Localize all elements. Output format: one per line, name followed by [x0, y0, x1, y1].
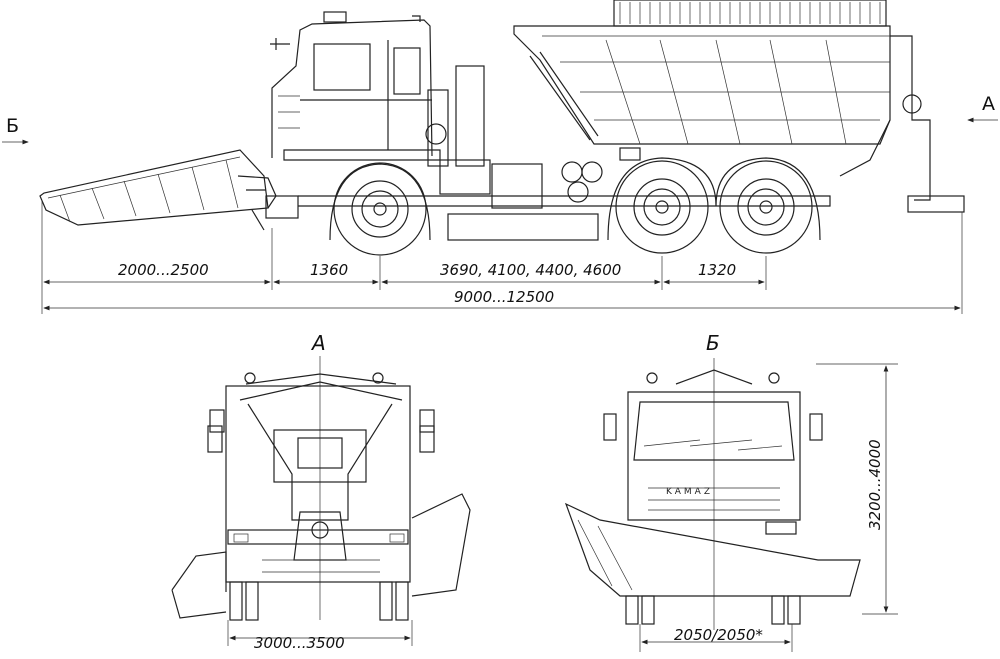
chassis — [298, 65, 831, 241]
truck-cab — [270, 11, 441, 161]
rear-view: A 3000...3500 — [171, 331, 471, 652]
rear-wheels — [607, 157, 821, 254]
dim-wheelbase: 3690, 4100, 4400, 4600 — [440, 261, 621, 279]
dim-rear-bogie: 1320 — [698, 261, 736, 279]
view-marker-left-label: Б — [6, 115, 19, 137]
front-wheel — [329, 162, 431, 256]
brand-label: KAMAZ — [666, 487, 713, 497]
view-marker-right-label: A — [982, 93, 995, 115]
front-view-height-dim: 3200...4000 — [866, 439, 884, 530]
side-dimensions: 2000...2500 1360 3690, 4100, 4400, 4600 … — [41, 200, 963, 314]
side-view-truck — [39, 0, 965, 256]
front-plow — [39, 149, 299, 231]
front-view-track-dim: 2050/2050* — [674, 626, 763, 644]
view-marker-right: A — [967, 93, 998, 123]
dump-body — [513, 0, 891, 145]
dim-overall-length: 9000...12500 — [454, 288, 554, 306]
rear-spreader — [839, 35, 965, 213]
front-view: Б KAMAZ 2050/2050* 3200...4000 — [564, 331, 898, 652]
dim-plow-reach: 2000...2500 — [118, 261, 209, 279]
rear-view-width-dim: 3000...3500 — [254, 634, 345, 652]
dim-front-overhang: 1360 — [310, 261, 348, 279]
front-view-title: Б — [706, 331, 720, 355]
rear-view-title: A — [310, 331, 326, 355]
view-marker-left: Б — [2, 115, 29, 145]
